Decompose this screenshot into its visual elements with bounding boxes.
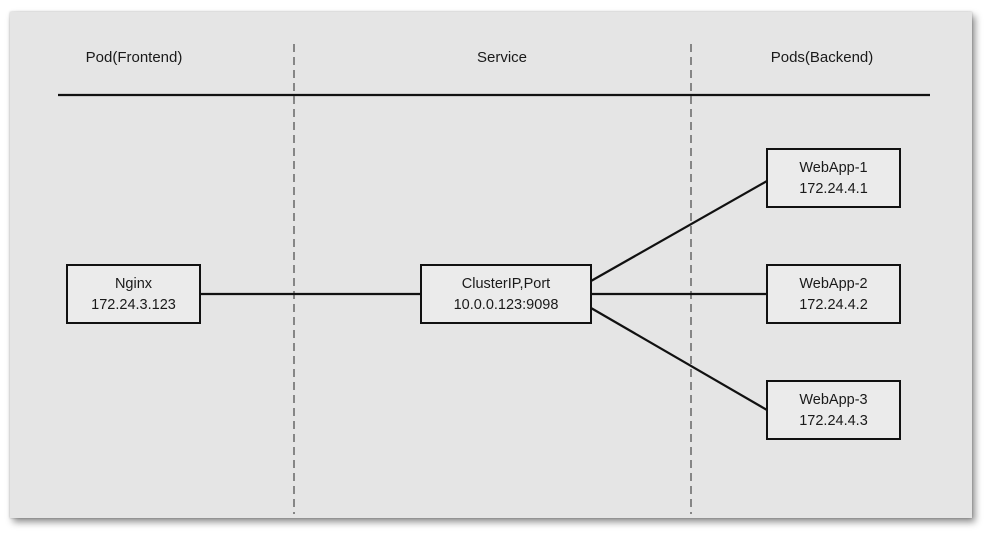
node-webapp-2: WebApp-2 172.24.4.2 xyxy=(766,264,901,324)
link-service-webapp1 xyxy=(590,180,768,282)
node-nginx: Nginx 172.24.3.123 xyxy=(66,264,201,324)
column-header-frontend: Pod(Frontend) xyxy=(86,49,183,66)
node-service: ClusterIP,Port 10.0.0.123:9098 xyxy=(420,264,592,324)
node-nginx-name: Nginx xyxy=(115,276,153,292)
node-webapp-2-address: 172.24.4.2 xyxy=(799,297,868,313)
node-webapp-2-name: WebApp-2 xyxy=(799,276,867,292)
node-webapp-1: WebApp-1 172.24.4.1 xyxy=(766,148,901,208)
link-service-webapp3 xyxy=(590,307,768,411)
column-header-backend: Pods(Backend) xyxy=(771,49,874,66)
node-webapp-1-name: WebApp-1 xyxy=(799,160,867,176)
node-nginx-address: 172.24.3.123 xyxy=(91,297,176,313)
node-webapp-3-name: WebApp-3 xyxy=(799,392,867,408)
node-service-address: 10.0.0.123:9098 xyxy=(454,297,559,313)
node-webapp-3: WebApp-3 172.24.4.3 xyxy=(766,380,901,440)
node-webapp-3-address: 172.24.4.3 xyxy=(799,413,868,429)
node-service-name: ClusterIP,Port xyxy=(462,276,550,292)
column-header-service: Service xyxy=(477,49,527,66)
node-webapp-1-address: 172.24.4.1 xyxy=(799,181,868,197)
